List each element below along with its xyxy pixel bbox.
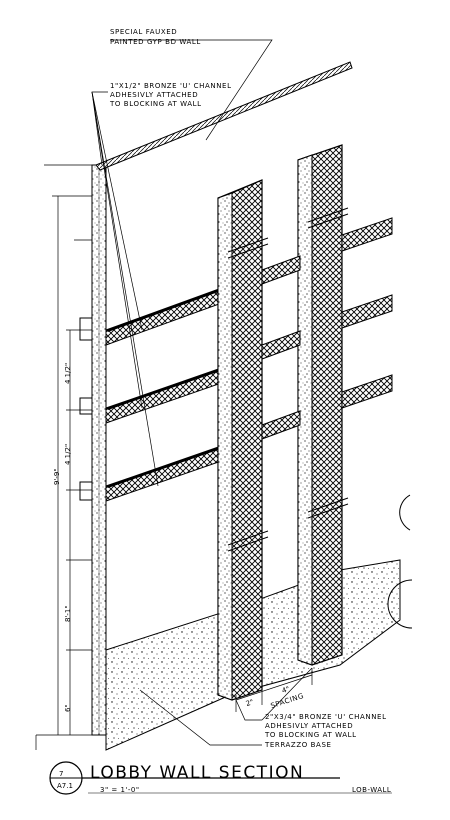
leader-lines [91,39,313,746]
break-marks [227,207,349,552]
note-channel-top-line3: TO BLOCKING AT WALL [110,100,202,108]
vertical-post-2 [297,144,343,666]
vertical-post-1 [217,179,263,701]
wall-blocking [79,317,93,501]
note-channel-top-line1: 1"X1/2" BRONZE 'U' CHANNEL [110,82,232,90]
channel-middle [105,364,232,424]
drawing-id: LOB-WALL [352,786,392,794]
dimension-lines [35,164,313,750]
drawing-title: LOBBY WALL SECTION [90,763,305,783]
sheet-reference: A7.1 [57,782,73,790]
note-wall-line1: SPECIAL FAUXED [110,28,178,36]
right-edge-elements [387,494,413,629]
channels-right [341,217,393,409]
channel-upper [105,284,232,346]
note-channel-bot-line2: ADHESIVLY ATTACHED [265,722,354,730]
note-channel-bot-line1: 2"X3/4" BRONZE 'U' CHANNEL [265,713,387,721]
dim-middle: 4 1/2" [64,443,72,465]
note-channel-bot-line3: TO BLOCKING AT WALL [265,731,357,739]
drawing-scale: 3" = 1'-0" [100,786,140,794]
wall-top-perspective [95,61,353,171]
dim-upper: 4 1/2" [64,362,72,384]
note-channel-top-line2: ADHESIVLY ATTACHED [110,91,199,99]
channel-lower [105,442,232,502]
dim-overall: 9'-9" [53,468,61,485]
dim-lower: 8'-1" [64,605,72,622]
dim-base: 6" [64,704,72,712]
section-bubble [49,761,392,795]
note-wall-line2: PAINTED GYP BD WALL [110,38,201,46]
gyp-board-wall [91,164,107,736]
note-terrazzo: TERRAZZO BASE [265,741,332,749]
channels-between-posts [261,255,301,440]
detail-number: 7 [59,770,64,778]
